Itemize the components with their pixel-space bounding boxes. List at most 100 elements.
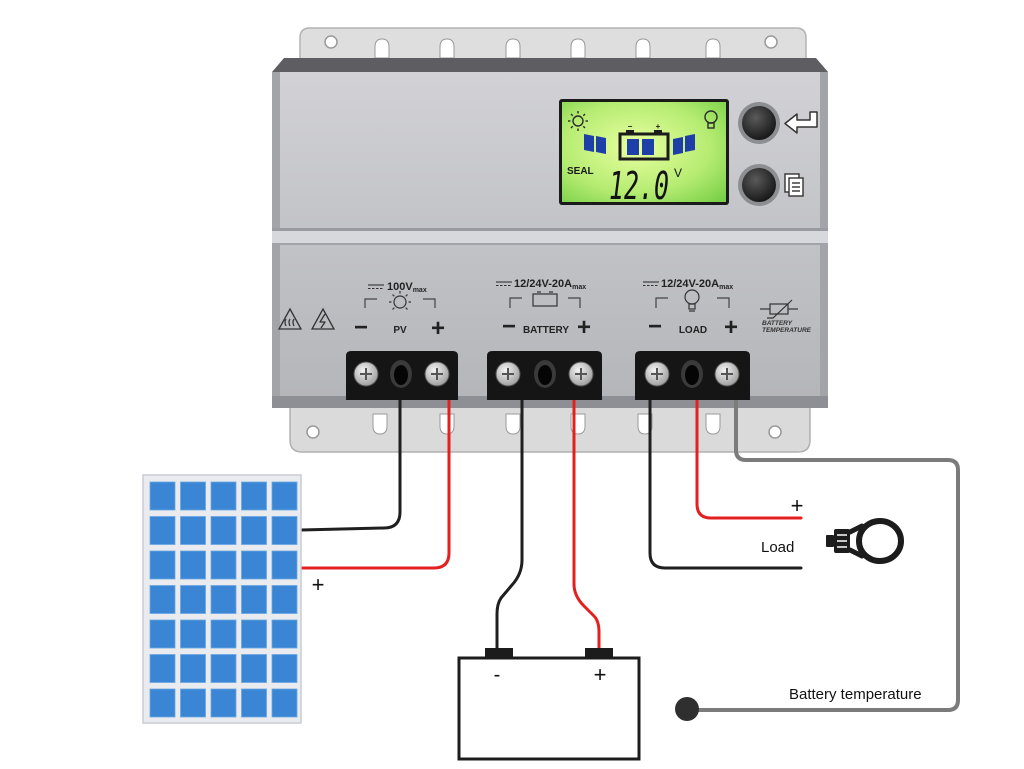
battery-icon <box>532 291 558 307</box>
solar-cell <box>149 550 176 580</box>
lcd-display: − + SEAL 12.0 V <box>559 99 729 208</box>
lcd-voltage-unit: V <box>674 166 682 180</box>
load-negative-screw[interactable] <box>644 361 670 387</box>
pv-label: PV <box>393 325 407 336</box>
solar-cell <box>271 516 298 545</box>
battery <box>457 648 641 761</box>
battery-plus-sign: + <box>577 314 591 341</box>
battery-positive-wire <box>572 396 601 651</box>
solar-cell <box>210 688 237 718</box>
solar-cell <box>241 585 267 614</box>
document-icon <box>784 173 804 197</box>
load-terminal-block <box>635 351 750 400</box>
load-positive-screw[interactable] <box>714 361 740 387</box>
solar-cell <box>241 654 267 683</box>
lcd-battery-type: SEAL <box>567 166 594 177</box>
lcd-voltage-reading: 12.0 <box>609 164 669 208</box>
battery-positive-screw[interactable] <box>568 361 594 387</box>
battery-rating: 12/24V-20Amax <box>514 278 586 291</box>
solar-cell <box>180 654 206 683</box>
hot-surface-warning-icon <box>277 307 303 330</box>
solar-cell <box>210 654 237 683</box>
solar-cell <box>271 481 298 511</box>
battery-label: BATTERY <box>523 325 569 336</box>
solar-cell <box>149 516 176 545</box>
bulb-icon <box>684 289 700 312</box>
solar-cell <box>210 619 237 649</box>
battery-negative-label: - <box>494 664 501 686</box>
solar-cell <box>180 585 206 614</box>
dc-symbol-icon <box>368 284 384 290</box>
menu-button[interactable] <box>738 164 780 206</box>
solar-cell <box>210 516 237 545</box>
solar-positive-label: + <box>312 572 325 597</box>
temperature-sensor-probe <box>675 697 699 721</box>
dc-symbol-icon <box>643 281 659 287</box>
pv-terminal-hole <box>390 360 412 388</box>
solar-cell <box>180 516 206 545</box>
enter-button[interactable] <box>738 102 780 144</box>
solar-cell <box>149 481 176 511</box>
temperature-port-label-line2: TEMPERATURE <box>762 327 812 334</box>
solar-cell-grid <box>149 481 298 718</box>
solar-cell <box>149 688 176 718</box>
pv-terminal-block <box>346 351 458 400</box>
pv-positive-screw[interactable] <box>424 361 450 387</box>
solar-cell <box>180 481 206 511</box>
load-minus-sign: − <box>648 313 662 340</box>
load-rating-sub: max <box>719 284 733 291</box>
load-terminal-hole <box>681 360 703 388</box>
sun-icon <box>568 111 588 131</box>
solar-cell <box>241 619 267 649</box>
load-positive-wire <box>695 396 803 520</box>
battery-rating-sub: max <box>572 284 586 291</box>
pv-negative-screw[interactable] <box>353 361 379 387</box>
solar-cell <box>271 654 298 683</box>
load-rating: 12/24V-20Amax <box>661 278 733 291</box>
thermistor-icon <box>760 299 798 319</box>
pv-minus-sign: − <box>354 314 368 341</box>
pv-rating-value: 100V <box>387 281 413 293</box>
solar-panel <box>142 474 302 724</box>
solar-cell <box>180 688 206 718</box>
pv-positive-wire <box>299 396 451 570</box>
load-positive-label: + <box>791 493 804 518</box>
battery-terminal-block <box>487 351 602 400</box>
load-terminal-label-group: 12/24V-20Amax − LOAD + <box>643 278 738 341</box>
battery-temperature-caption: Battery temperature <box>789 686 922 703</box>
pv-rating: 100Vmax <box>387 281 427 294</box>
battery-minus-sign: − <box>502 313 516 340</box>
load-caption: Load <box>761 539 794 556</box>
battery-terminal-hole <box>534 360 556 388</box>
load-plus-sign: + <box>724 314 738 341</box>
dc-symbol-icon <box>496 281 512 287</box>
pv-plus-sign: + <box>431 315 445 342</box>
bulb-icon <box>704 110 718 129</box>
battery-icon <box>618 130 670 161</box>
battery-negative-wire <box>495 396 524 651</box>
temperature-sensor-wire <box>690 396 960 712</box>
solar-cell <box>180 550 206 580</box>
pv-negative-wire <box>299 396 402 532</box>
lcd-battery-plus: + <box>656 122 661 131</box>
solar-cell <box>271 688 298 718</box>
temperature-port-label-group: BATTERY TEMPERATURE <box>760 299 812 334</box>
load-negative-wire <box>648 396 803 570</box>
battery-terminal-label-group: 12/24V-20Amax − BATTERY + <box>496 278 591 341</box>
solar-cell <box>210 481 237 511</box>
solar-cell <box>271 619 298 649</box>
battery-positive-label: + <box>594 662 607 687</box>
light-bulb-icon <box>826 518 904 564</box>
solar-cell <box>241 516 267 545</box>
pv-rating-sub: max <box>413 287 427 294</box>
pv-terminal-label-group: 100Vmax − PV + <box>354 281 445 342</box>
solar-cell <box>210 550 237 580</box>
sun-icon <box>389 291 411 310</box>
solar-cell <box>241 688 267 718</box>
battery-negative-screw[interactable] <box>495 361 521 387</box>
solar-cell <box>180 619 206 649</box>
load-rating-value: 12/24V-20A <box>661 278 719 290</box>
electric-shock-warning-icon <box>310 307 336 330</box>
lcd-battery-minus: − <box>628 122 633 131</box>
solar-cell <box>271 550 298 580</box>
